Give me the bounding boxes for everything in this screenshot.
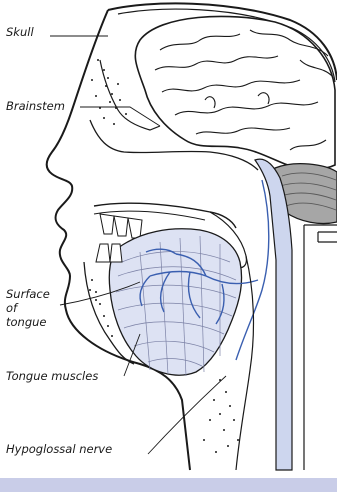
label-surface-line1: Surface (6, 287, 50, 301)
bottom-bar (0, 478, 337, 492)
label-surface-of-tongue: Surface of tongue (6, 287, 50, 329)
upper-teeth (100, 214, 142, 238)
throat-stipple (203, 379, 239, 453)
tongue (109, 229, 241, 375)
cerebrum (135, 16, 335, 169)
label-hypoglossal-nerve: Hypoglossal nerve (6, 442, 112, 456)
label-tongue-muscles: Tongue muscles (6, 369, 98, 383)
vertebrae (304, 225, 337, 470)
lower-teeth (96, 244, 122, 262)
label-surface-line3: tongue (6, 315, 50, 329)
brainstem (255, 159, 292, 470)
label-brainstem: Brainstem (6, 99, 65, 113)
label-surface-line2: of (6, 301, 50, 315)
label-skull: Skull (6, 25, 34, 39)
